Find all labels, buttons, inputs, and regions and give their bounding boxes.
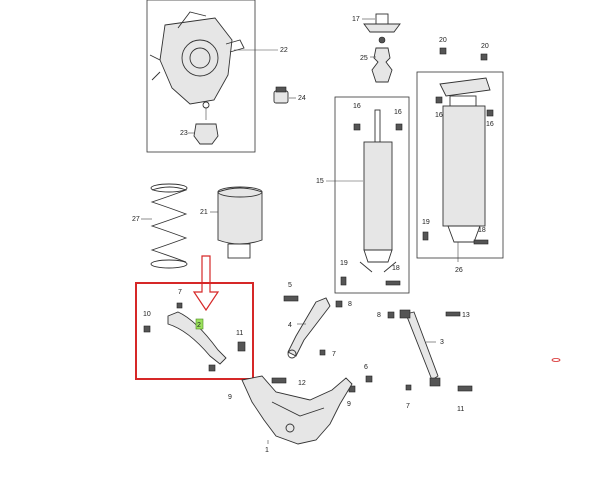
callout-23: 23 <box>180 130 188 137</box>
bolt-7b <box>319 349 326 356</box>
callout-16b: 16 <box>394 109 402 116</box>
bump-stop-25 <box>370 36 393 83</box>
bolt-11a <box>237 341 246 352</box>
bolt-19b <box>422 231 429 241</box>
callout-17: 17 <box>352 16 360 23</box>
air-spring-21 <box>210 186 263 259</box>
callout-18a: 18 <box>392 265 400 272</box>
callout-7a: 7 <box>178 289 182 296</box>
lateral-link-2 <box>167 311 227 365</box>
strut-assembly-26 <box>416 71 504 262</box>
callout-15: 15 <box>316 178 324 185</box>
bolt-18a <box>385 280 401 286</box>
bolt-19a <box>340 276 347 286</box>
callout-13: 13 <box>462 312 470 319</box>
knuckle-assembly <box>146 0 278 153</box>
callout-20-left: 20 <box>439 37 447 44</box>
nut-16d <box>486 109 494 117</box>
highlight-arrow <box>192 255 220 312</box>
nut-16b <box>395 123 403 131</box>
shock-absorber-15 <box>326 96 410 294</box>
nut-16a <box>353 123 361 131</box>
bolt-20-right <box>480 53 488 61</box>
bolt-6 <box>365 375 373 383</box>
bushing-24 <box>273 86 296 104</box>
coil-spring-27 <box>141 183 188 269</box>
callout-27: 27 <box>132 216 140 223</box>
callout-26: 26 <box>455 267 463 274</box>
callout-5: 5 <box>288 282 292 289</box>
callout-7b: 7 <box>332 351 336 358</box>
callout-16d: 16 <box>486 121 494 128</box>
callout-19a: 19 <box>340 260 348 267</box>
callout-18b: 18 <box>478 227 486 234</box>
bolt-11b <box>457 385 473 392</box>
link-3 <box>399 309 441 387</box>
bolt-18b <box>473 239 489 245</box>
nut-16c <box>435 96 443 104</box>
callout-3: 3 <box>440 339 444 346</box>
bolt-7c <box>405 384 412 391</box>
bolt-5 <box>283 295 299 302</box>
callout-6: 6 <box>364 364 368 371</box>
bolt-10 <box>143 325 151 333</box>
callout-25: 25 <box>360 55 368 62</box>
callout-7c: 7 <box>406 403 410 410</box>
callout-16c: 16 <box>435 112 443 119</box>
callout-4: 4 <box>288 322 292 329</box>
link-4 <box>287 297 331 359</box>
callout-8a: 8 <box>348 301 352 308</box>
callout-2: 2 <box>197 322 201 329</box>
highlight-box <box>135 282 254 380</box>
callout-1: 1 <box>265 447 269 454</box>
bolt-12 <box>271 377 287 384</box>
callout-21: 21 <box>200 209 208 216</box>
bolt-20-left <box>439 47 447 55</box>
nut-8a <box>335 300 343 308</box>
ball-joint-23 <box>188 101 219 145</box>
callout-16a: 16 <box>353 103 361 110</box>
callout-9b: 9 <box>347 401 351 408</box>
callout-22: 22 <box>280 47 288 54</box>
nut-9a <box>208 364 216 372</box>
bolt-7a <box>176 302 183 309</box>
callout-11a: 11 <box>236 330 243 337</box>
callout-19b: 19 <box>422 219 430 226</box>
callout-20-right: 20 <box>481 43 489 50</box>
edge-marker <box>551 358 561 362</box>
callout-9a: 9 <box>228 394 232 401</box>
bolt-13 <box>445 311 461 317</box>
upper-mount-17 <box>362 13 401 33</box>
callout-8b: 8 <box>377 312 381 319</box>
callout-10: 10 <box>143 311 151 318</box>
callout-24: 24 <box>298 95 306 102</box>
callout-11b: 11 <box>457 406 464 413</box>
callout-12: 12 <box>298 380 306 387</box>
nut-8b <box>387 311 395 319</box>
lower-control-arm-1 <box>241 375 353 445</box>
